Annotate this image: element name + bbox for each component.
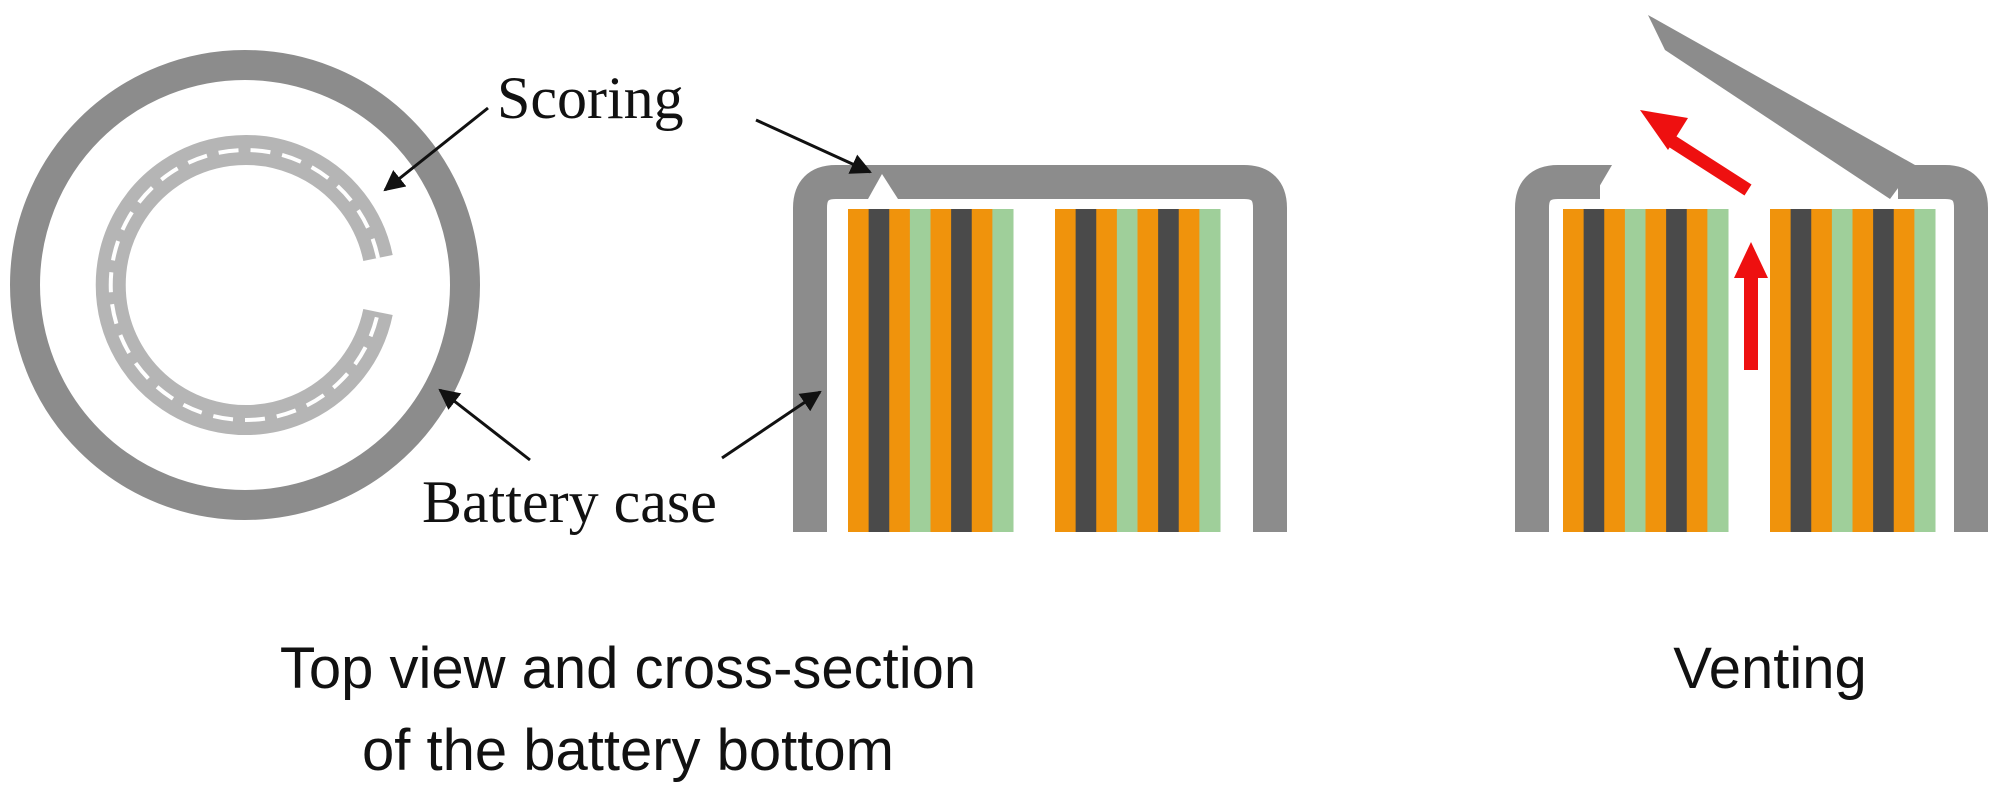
scoring-arrow-topview <box>383 106 489 192</box>
scoring-notch <box>868 174 898 199</box>
electrode-layer-orange <box>1055 209 1077 532</box>
electrode-layer-orange <box>848 209 870 532</box>
battery-case-ring <box>10 50 480 520</box>
electrode-layer-orange <box>1604 209 1626 532</box>
electrode-layer-dark <box>1873 209 1895 532</box>
vent-arrow-diagonal <box>1640 110 1752 196</box>
electrode-layer-dark <box>951 209 973 532</box>
vent-stack-right <box>1770 209 1936 532</box>
electrode-layer-orange <box>1852 209 1874 532</box>
electrode-stack-left <box>848 209 1014 532</box>
electrode-layer-orange <box>1893 209 1915 532</box>
electrode-layer-green <box>909 209 932 532</box>
vent-case-left <box>1515 165 1600 532</box>
cross-section <box>793 165 1287 532</box>
electrode-layer-orange <box>930 209 952 532</box>
electrode-layer-orange <box>889 209 911 532</box>
electrode-layer-green <box>1116 209 1139 532</box>
electrode-layer-green <box>992 209 1014 532</box>
scoring-arrow-section <box>755 118 872 174</box>
vent-arrow-up <box>1734 242 1768 370</box>
electrode-stack-right <box>1055 209 1221 532</box>
electrode-layer-dark <box>1075 209 1097 532</box>
electrode-layer-green <box>1914 209 1936 532</box>
electrode-layer-green <box>1707 209 1729 532</box>
vent-flap <box>1648 15 1915 199</box>
electrode-layer-dark <box>868 209 890 532</box>
electrode-layer-dark <box>1158 209 1180 532</box>
electrode-layer-orange <box>1811 209 1833 532</box>
top-view <box>10 50 480 520</box>
electrode-layer-orange <box>1686 209 1708 532</box>
scoring-dashes <box>108 148 380 422</box>
battery-case-label: Battery case <box>422 469 717 535</box>
electrode-layer-orange <box>1563 209 1585 532</box>
caption-right: Venting <box>1673 636 1867 701</box>
electrode-layer-dark <box>1666 209 1688 532</box>
case-arrow-topview <box>438 388 531 462</box>
electrode-layer-green <box>1624 209 1647 532</box>
electrode-layer-dark <box>1790 209 1812 532</box>
electrode-layer-green <box>1831 209 1854 532</box>
electrode-layer-green <box>1199 209 1221 532</box>
scoring-label: Scoring <box>497 65 684 131</box>
electrode-layer-orange <box>1178 209 1200 532</box>
electrode-layer-orange <box>1645 209 1667 532</box>
electrode-layer-orange <box>1137 209 1159 532</box>
electrode-layer-orange <box>1096 209 1118 532</box>
caption-left-line2: of the battery bottom <box>362 718 894 783</box>
electrode-layer-orange <box>1770 209 1792 532</box>
battery-case-wall <box>793 165 1287 532</box>
case-arrow-section <box>721 390 822 460</box>
electrode-layer-orange <box>971 209 993 532</box>
electrode-layer-dark <box>1583 209 1605 532</box>
vent-case-left-tip <box>1578 165 1612 199</box>
vent-case-right <box>1898 165 1988 532</box>
vent-stack-left <box>1563 209 1729 532</box>
pointer-arrows <box>383 106 872 462</box>
venting-view <box>1515 15 1988 532</box>
caption-left-line1: Top view and cross-section <box>280 636 976 701</box>
